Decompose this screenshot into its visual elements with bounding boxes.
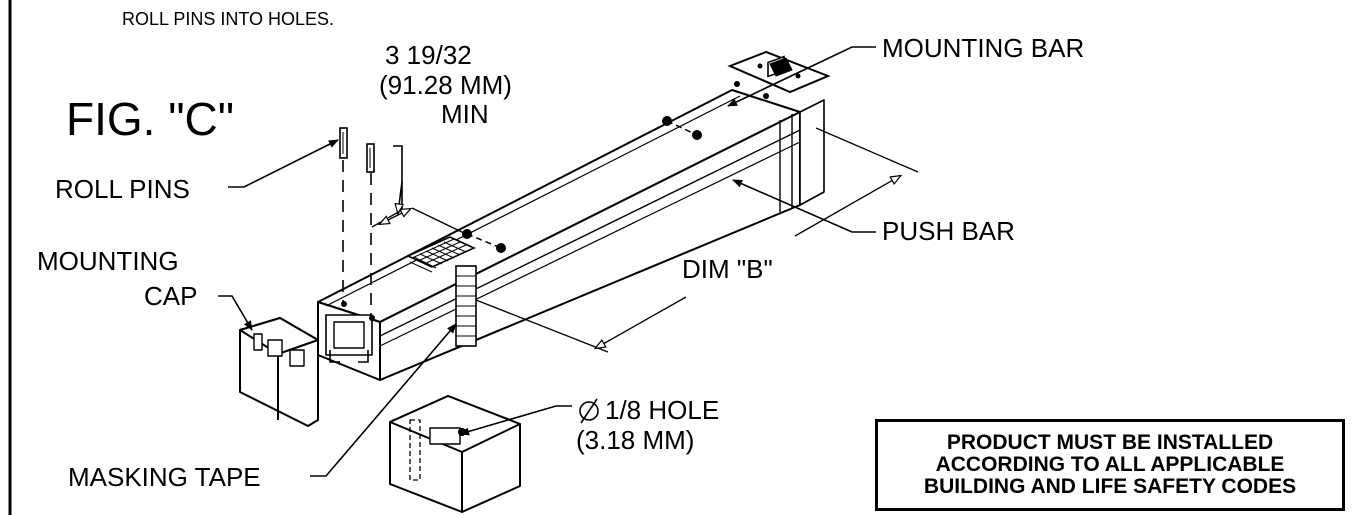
dimension-min-line2: (91.28 MM)	[379, 70, 512, 100]
callout-mounting-cap-line2: CAP	[144, 281, 198, 311]
callout-dim-b: DIM "B"	[682, 254, 773, 284]
push-bar-assembly	[317, 89, 825, 381]
callout-mounting-bar: MOUNTING BAR	[882, 33, 1085, 63]
callout-hole-line1: 1/8 HOLE	[605, 395, 720, 425]
callout-masking-tape: MASKING TAPE	[68, 462, 261, 492]
leader-lines	[218, 46, 876, 477]
figure-label: FIG. "C"	[66, 93, 235, 145]
callout-push-bar: PUSH BAR	[882, 216, 1015, 246]
notice-line1: PRODUCT MUST BE INSTALLED	[946, 431, 1274, 454]
masking-tape-wrap	[406, 236, 477, 347]
callout-hole-line2: (3.18 MM)	[576, 425, 695, 455]
safety-notice-box: PRODUCT MUST BE INSTALLED ACCORDING TO A…	[875, 419, 1345, 511]
callout-roll-pins: ROLL PINS	[55, 174, 190, 204]
notice-line3: BUILDING AND LIFE SAFETY CODES	[923, 475, 1297, 498]
dimension-lines	[371, 127, 919, 353]
callout-mounting-cap-line1: MOUNTING	[37, 246, 179, 276]
dimension-min-line1: 3 19/32	[385, 40, 472, 70]
diameter-icon	[579, 398, 599, 424]
cap-hole-detail	[389, 395, 521, 513]
dimension-min-line3: MIN	[441, 99, 489, 129]
mounting-cap	[239, 317, 319, 427]
mounting-bar-plate	[727, 50, 831, 94]
notice-line2: ACCORDING TO ALL APPLICABLE	[935, 453, 1285, 476]
instruction-text: ROLL PINS INTO HOLES.	[122, 9, 335, 29]
roll-pins	[339, 127, 375, 316]
